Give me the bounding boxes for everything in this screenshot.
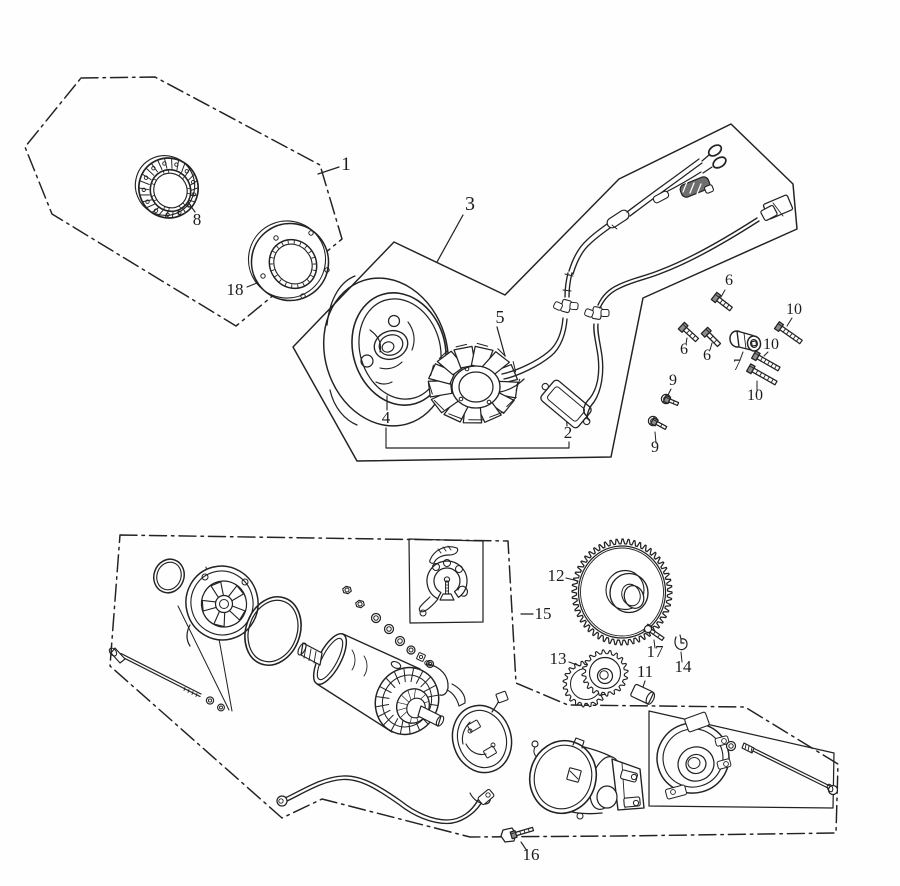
svg-text:7: 7 bbox=[733, 357, 741, 374]
svg-text:2: 2 bbox=[564, 423, 573, 442]
svg-text:6: 6 bbox=[680, 341, 688, 358]
svg-text:1: 1 bbox=[341, 154, 351, 175]
svg-text:9: 9 bbox=[669, 372, 677, 389]
svg-text:12: 12 bbox=[548, 566, 565, 585]
svg-text:6: 6 bbox=[703, 347, 711, 364]
svg-text:10: 10 bbox=[763, 336, 779, 353]
svg-text:9: 9 bbox=[651, 439, 659, 456]
svg-text:3: 3 bbox=[465, 193, 475, 215]
svg-text:10: 10 bbox=[786, 301, 802, 318]
svg-text:15: 15 bbox=[535, 604, 552, 623]
svg-text:14: 14 bbox=[675, 657, 693, 676]
svg-text:6: 6 bbox=[725, 272, 733, 289]
svg-text:13: 13 bbox=[550, 649, 567, 668]
svg-text:5: 5 bbox=[496, 307, 505, 327]
svg-text:8: 8 bbox=[193, 210, 202, 229]
svg-text:11: 11 bbox=[637, 662, 653, 681]
svg-text:4: 4 bbox=[382, 408, 391, 427]
svg-text:17: 17 bbox=[647, 642, 665, 661]
svg-text:10: 10 bbox=[747, 387, 763, 404]
svg-text:18: 18 bbox=[227, 280, 244, 299]
